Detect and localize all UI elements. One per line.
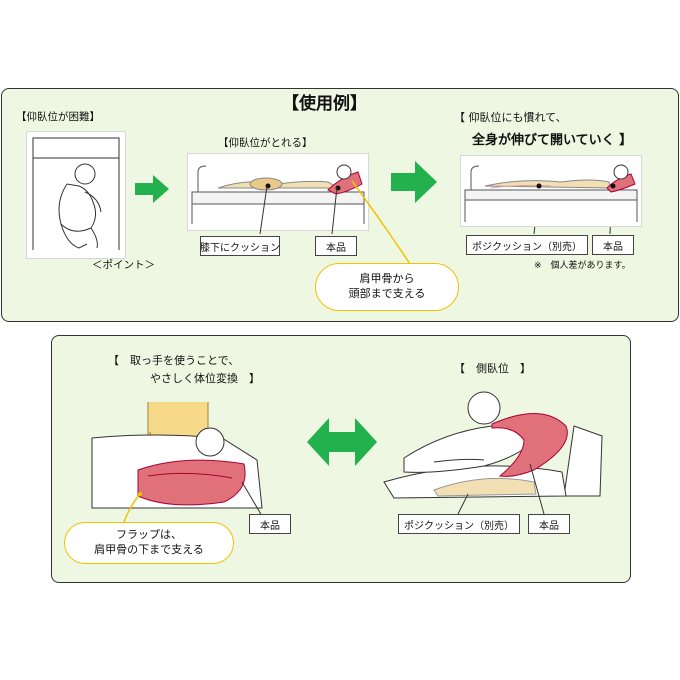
illustration-side-lying xyxy=(374,386,604,510)
arrow-right-icon xyxy=(391,161,437,207)
individual-difference-note: ※ 個人差があります。 xyxy=(534,261,631,271)
bubble-line2: 肩甲骨の下まで支える xyxy=(94,543,204,556)
left-label-line1: 【 取っ手を使うことで、 xyxy=(108,354,240,367)
callout-product: 本品 xyxy=(315,236,357,256)
step2-label: 【仰臥位がとれる】 xyxy=(218,137,313,149)
page-title: 【使用例】 xyxy=(282,94,367,114)
top-panel: 【使用例】 【仰臥位が困難】 ＜ポイント＞ 【仰臥位がとれる】 xyxy=(1,88,679,322)
callout-product: 本品 xyxy=(528,514,570,534)
callout-leader-lines xyxy=(457,463,545,515)
point-caption: ＜ポイント＞ xyxy=(92,259,155,271)
callout-positioning-cushion: ポジクッション（別売） xyxy=(466,235,588,255)
callout-knee-cushion: 膝下にクッション xyxy=(200,236,280,256)
callout-product: 本品 xyxy=(249,514,291,534)
bubble-line1: フラップは、 xyxy=(116,528,182,542)
bottom-panel: 【 取っ手を使うことで、 やさしく体位変換 】 本品 フラップは、 肩甲骨の下ま… xyxy=(51,335,631,583)
illustration-supine-full-body xyxy=(460,155,642,227)
callout-positioning-cushion: ポジクッション（別売） xyxy=(398,514,520,534)
arrow-right-icon xyxy=(135,175,169,207)
bubble-flap-support: フラップは、 肩甲骨の下まで支える xyxy=(64,522,234,564)
bubble-shoulder-to-head: 肩甲骨から 頭部まで支える xyxy=(315,263,459,311)
step3-label-line2: 全身が伸びて開いていく 】 xyxy=(472,133,633,148)
bubble-leader-line xyxy=(123,493,141,523)
double-arrow-icon xyxy=(307,418,377,470)
left-label-line2: やさしく体位変換 】 xyxy=(150,372,260,385)
bubble-line1: 肩甲骨から xyxy=(359,272,415,286)
illustration-curled-position xyxy=(26,131,126,259)
illustration-handle-turning xyxy=(91,398,332,522)
step3-label-line1: 【 仰臥位にも慣れて、 xyxy=(454,111,567,124)
bubble-line2: 頭部まで支える xyxy=(348,287,426,300)
right-label: 【 側臥位 】 xyxy=(454,362,531,375)
step1-label: 【仰臥位が困難】 xyxy=(16,111,100,123)
callout-product: 本品 xyxy=(592,235,634,255)
